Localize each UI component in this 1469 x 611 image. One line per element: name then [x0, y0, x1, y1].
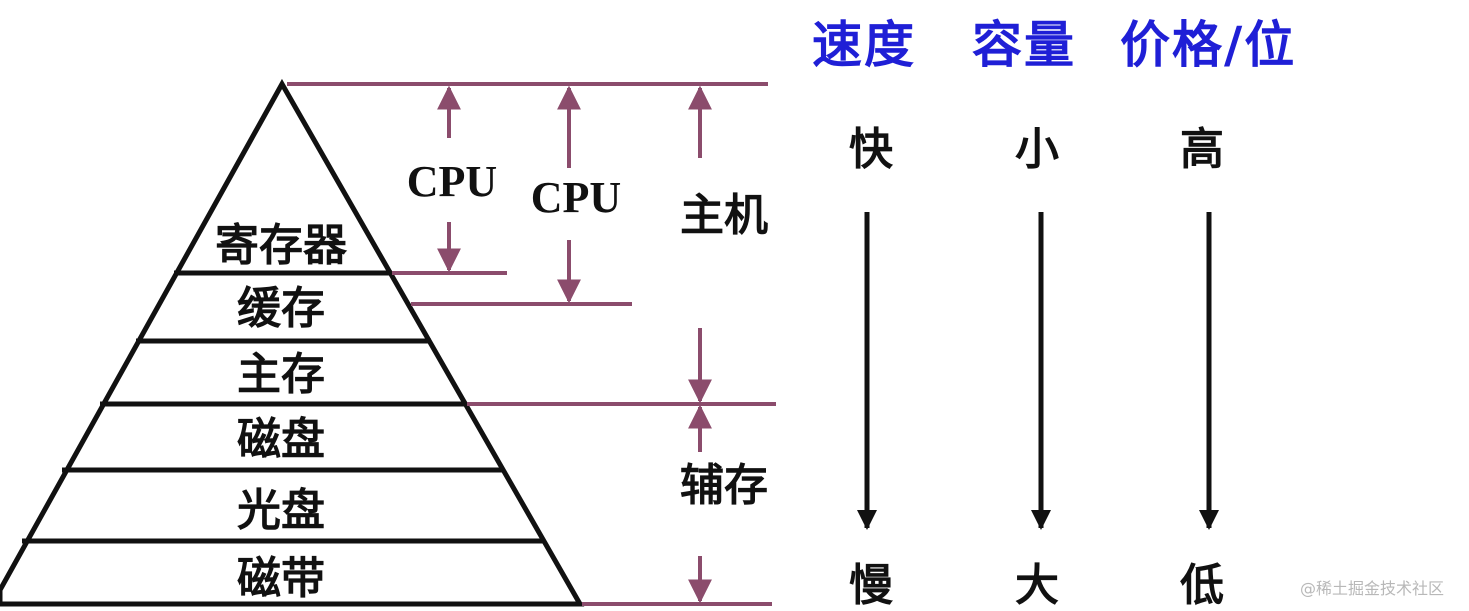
layer-label-optical-disk: 光盘: [237, 485, 325, 536]
layer-label-disk: 磁盘: [237, 414, 325, 465]
speed-bottom-value: 慢: [849, 560, 893, 611]
speed-top-value: 快: [849, 124, 893, 175]
layer-label-main-memory: 主存: [237, 349, 325, 400]
bracket-lines: [287, 82, 776, 606]
cpu-label-registers: CPU: [406, 157, 498, 206]
pyramid: [0, 78, 585, 607]
layer-label-cache: 缓存: [237, 283, 325, 334]
layer-label-register: 寄存器: [215, 220, 347, 271]
pyramid-outline: [0, 78, 585, 607]
price-top-value: 高: [1180, 124, 1224, 175]
group-label-host: 主机: [680, 190, 768, 241]
header-price-per-bit: 价格/位: [1120, 15, 1297, 74]
capacity-bottom-value: 大: [1015, 560, 1059, 611]
price-bottom-value: 低: [1180, 560, 1224, 611]
layer-label-tape: 磁带: [237, 553, 325, 604]
group-label-auxiliary: 辅存: [680, 460, 768, 511]
cpu-label-cache: CPU: [530, 173, 622, 222]
capacity-top-value: 小: [1015, 124, 1059, 175]
trend-arrows: [857, 212, 1219, 530]
header-speed: 速度: [812, 15, 916, 74]
watermark-text: @稀土掘金技术社区: [1300, 579, 1445, 598]
header-capacity: 容量: [972, 15, 1076, 74]
